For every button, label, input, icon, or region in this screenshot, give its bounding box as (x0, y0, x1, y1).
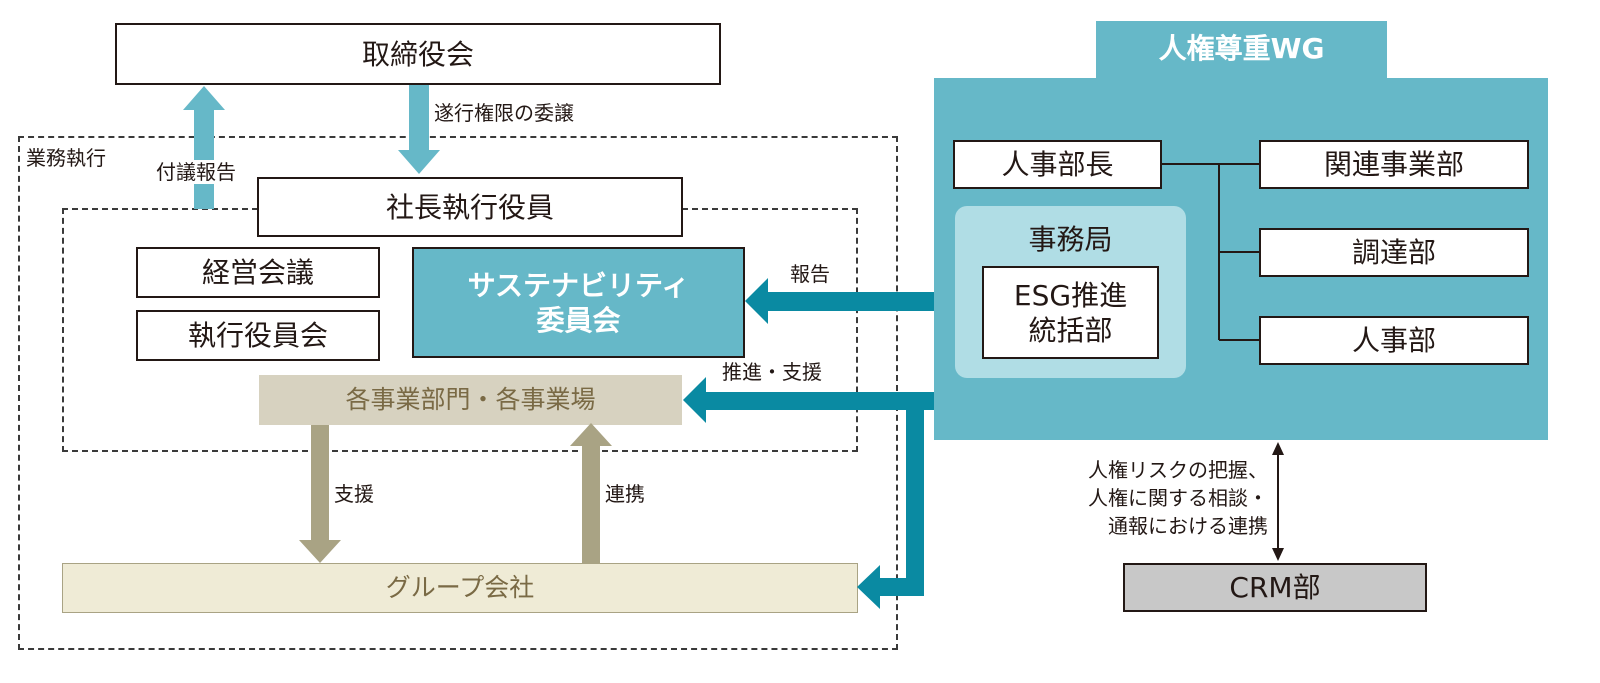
executive-officers-box: 執行役員会 (136, 310, 380, 361)
wg-title: 人権尊重WG (1158, 32, 1325, 65)
crm-link-line2: 人権に関する相談・ (1088, 486, 1268, 510)
hr-head-box: 人事部長 (953, 140, 1162, 189)
report-label: 報告 (790, 262, 830, 286)
support-arrow (299, 425, 341, 563)
delegation-arrow (398, 85, 440, 174)
group-companies-box: グループ会社 (62, 563, 858, 613)
promotion-label: 推進・支援 (722, 360, 822, 384)
sustainability-committee-line2: 委員会 (536, 303, 621, 337)
crm-link-line1: 人権リスクの把握、 (1088, 458, 1268, 482)
management-meeting-box: 経営会議 (136, 247, 380, 298)
sustainability-committee-box: サステナビリティ 委員会 (412, 247, 745, 358)
related-business-box: 関連事業部 (1259, 140, 1529, 189)
crm-link-line3: 通報における連携 (1108, 514, 1268, 538)
crm-link-label: 人権リスクの把握、 人権に関する相談・ 通報における連携 (1052, 456, 1268, 540)
esg-line2: 統括部 (1028, 313, 1113, 347)
business-units-box: 各事業部門・各事業場 (259, 375, 682, 425)
crm-link-arrow (1272, 442, 1284, 561)
delegation-label: 遂行権限の委譲 (434, 101, 574, 125)
procurement-box: 調達部 (1259, 228, 1529, 277)
promotion-arrow (683, 377, 934, 423)
sustainability-committee-line1: サステナビリティ (467, 268, 690, 302)
esg-box: ESG推進 統括部 (982, 266, 1159, 359)
report-up-label: 付議報告 (156, 160, 236, 184)
secretariat-label: 事務局 (1028, 223, 1113, 256)
cooperation-label: 連携 (605, 482, 645, 506)
board-box: 取締役会 (115, 23, 721, 85)
crm-box: CRM部 (1123, 563, 1427, 612)
hr-dept-box: 人事部 (1259, 316, 1529, 365)
president-box: 社長執行役員 (257, 177, 683, 237)
support-label: 支援 (334, 482, 374, 506)
wg-tab (1096, 21, 1387, 81)
esg-line1: ESG推進 (1013, 278, 1128, 312)
wg-tree-connector (1162, 163, 1259, 341)
report-arrow (745, 278, 934, 324)
report-up-arrow (183, 86, 225, 209)
cooperation-arrow (570, 423, 612, 563)
group-support-arrow (857, 401, 924, 609)
execution-label: 業務執行 (26, 146, 106, 170)
